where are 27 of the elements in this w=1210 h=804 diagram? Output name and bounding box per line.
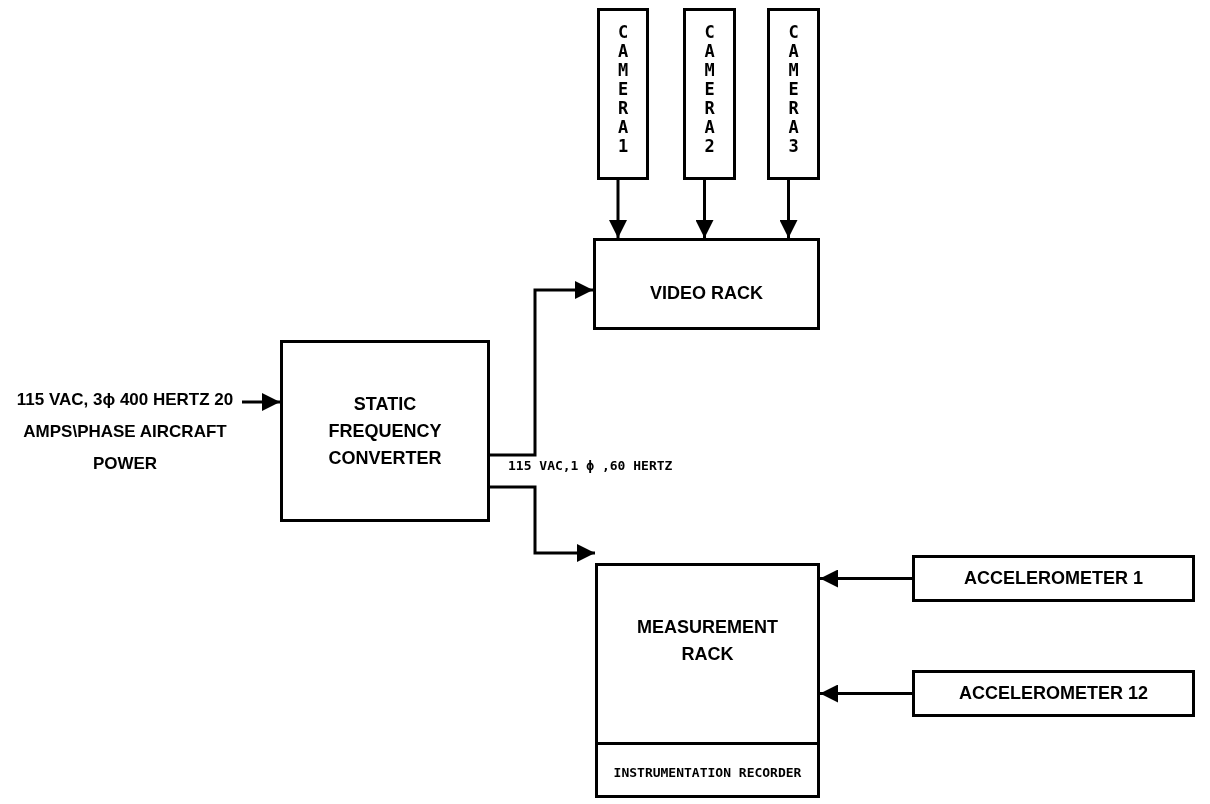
box-label: ACCELEROMETER 12 [958,682,1149,705]
arrow [779,180,798,238]
camera-label: CAMERA1 [616,23,630,157]
arrow [695,180,714,238]
box-label: ACCELEROMETER 1 [963,567,1144,590]
camera-box [683,8,736,180]
box-label: STATIC FREQUENCY CONVERTER [327,392,443,470]
process-box [280,340,490,522]
box-label: INSTRUMENTATION RECORDER [612,764,803,782]
arrow [820,684,912,703]
camera-label: CAMERA3 [787,23,800,157]
box-label: VIDEO RACK [649,282,764,305]
arrow [609,180,627,238]
box-label: MEASUREMENT RACK [636,616,779,666]
process-box [912,670,1195,717]
camera-box [767,8,820,180]
arrow [242,393,280,411]
rack-box [595,563,820,798]
arrow [820,569,912,588]
power-input-text: 115 VAC, 3ϕ 400 HERTZ 20 AMPS\PHASE AIRCRAFT POWER [15,388,235,476]
arrow [490,281,593,457]
arrow [490,485,595,562]
camera-label: CAMERA2 [703,23,716,157]
process-box [593,238,820,330]
voltage-label: 115 VAC,1 ϕ ,60 HERTZ [508,457,673,475]
process-box [912,555,1195,602]
camera-box [597,8,649,180]
